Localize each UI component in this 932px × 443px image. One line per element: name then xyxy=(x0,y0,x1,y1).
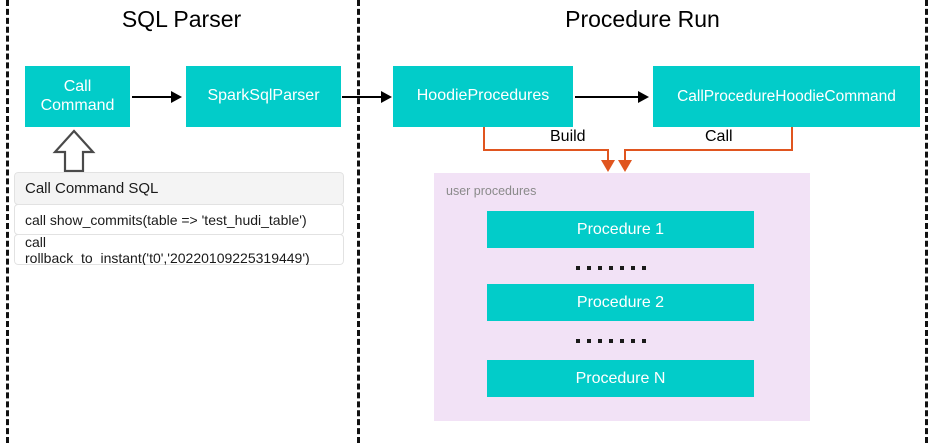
node-call-command-line1: Call xyxy=(63,78,92,96)
build-connector-down-stem xyxy=(607,149,609,162)
node-call-command[interactable]: Call Command xyxy=(25,66,130,127)
arrow-head-hoodie-to-call-procedure xyxy=(638,91,649,103)
sql-table-header: Call Command SQL xyxy=(14,172,344,205)
arrow-head-parser-to-hoodie-procedures xyxy=(381,91,392,103)
arrow-head-call-command-to-parser xyxy=(171,91,182,103)
call-command-sql-table: Call Command SQL call show_commits(table… xyxy=(14,172,344,265)
procedure-box-n[interactable]: Procedure N xyxy=(487,360,754,397)
call-connector-right-stem xyxy=(791,127,793,150)
build-connector-arrow-head xyxy=(601,160,615,172)
node-call-procedure-hoodie-command[interactable]: CallProcedureHoodieCommand xyxy=(653,66,920,127)
hollow-up-arrow-icon xyxy=(52,128,96,173)
arrow-hoodie-to-call-procedure xyxy=(575,96,639,98)
user-procedures-panel-label: user procedures xyxy=(446,184,537,198)
procedure-box-2-label: Procedure 2 xyxy=(576,293,665,311)
arrow-call-command-to-parser xyxy=(132,96,172,98)
build-connector-left-stem xyxy=(483,127,485,150)
procedure-box-2[interactable]: Procedure 2 xyxy=(487,284,754,321)
node-hoodie-procedures[interactable]: HoodieProcedures xyxy=(393,66,573,127)
arrow-parser-to-hoodie-procedures xyxy=(342,96,384,98)
node-hoodie-procedures-label: HoodieProcedures xyxy=(416,87,550,105)
call-connector-down-stem xyxy=(624,149,626,162)
sql-table-row-2[interactable]: call rollback_to_instant('t0','202201092… xyxy=(14,234,344,265)
section-title-sql-parser: SQL Parser xyxy=(121,6,242,32)
procedure-box-1-label: Procedure 1 xyxy=(576,220,665,238)
node-spark-sql-parser[interactable]: SparkSqlParser xyxy=(186,66,341,127)
sql-table-row-1[interactable]: call show_commits(table => 'test_hudi_ta… xyxy=(14,204,344,235)
procedure-box-n-label: Procedure N xyxy=(575,369,666,387)
call-connector-arrow-head xyxy=(618,160,632,172)
build-edge-label: Build xyxy=(545,128,591,146)
node-spark-sql-parser-label: SparkSqlParser xyxy=(207,87,320,105)
divider-right xyxy=(925,0,928,443)
divider-left xyxy=(6,0,9,443)
ellipsis-separator-1 xyxy=(576,266,646,270)
section-title-procedure-run: Procedure Run xyxy=(565,6,720,32)
node-call-command-line2: Command xyxy=(40,96,115,114)
call-connector-horizontal xyxy=(624,149,793,151)
divider-center xyxy=(357,0,360,443)
call-edge-label: Call xyxy=(700,128,738,146)
node-call-procedure-hoodie-command-label: CallProcedureHoodieCommand xyxy=(677,87,896,105)
ellipsis-separator-2 xyxy=(576,339,646,343)
procedure-box-1[interactable]: Procedure 1 xyxy=(487,211,754,248)
build-connector-horizontal xyxy=(483,149,608,151)
